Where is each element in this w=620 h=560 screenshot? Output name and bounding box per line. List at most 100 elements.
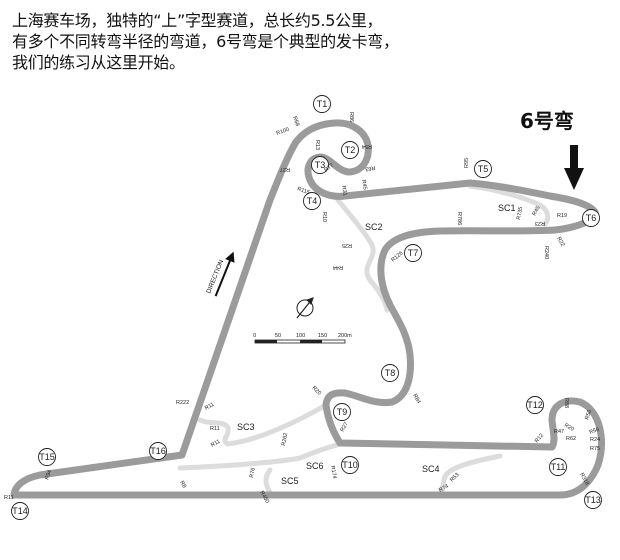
radius-label: R62 [566, 436, 576, 442]
short-cut-label: SC4 [422, 464, 440, 474]
turn-marker-t16: T16 [149, 442, 167, 460]
turn-marker-t2: T2 [341, 141, 359, 159]
radius-label: R240 [543, 246, 549, 259]
turn-label: T10 [342, 460, 358, 470]
scale-tick: 150 [318, 333, 327, 339]
radius-label: R94 [44, 469, 53, 481]
radius-label: R10 [321, 212, 327, 222]
turn-label: T3 [315, 160, 326, 170]
radius-label: R11 [210, 426, 220, 432]
radius-label: R74 [438, 483, 450, 493]
radius-label: R450 [258, 490, 270, 504]
radius-label: R27 [280, 166, 290, 172]
turn-label: T5 [478, 164, 489, 174]
radius-label: R68 [291, 116, 300, 128]
radius-label: R22 [555, 236, 565, 248]
direction-arrow-icon [214, 256, 233, 297]
radius-label: R25 [342, 242, 352, 248]
scale-tick: 200m [338, 333, 352, 339]
turn-label: T13 [585, 495, 601, 505]
turn-label: T2 [345, 145, 356, 155]
direction-label: DIRECTION [205, 259, 225, 295]
radius-label: R11 [210, 439, 221, 449]
radius-label: R100 [276, 127, 290, 137]
radius-label: R11 [204, 402, 215, 412]
scale-tick: 50 [275, 333, 281, 339]
radius-label: R318 [578, 472, 590, 486]
radius-label: R27 [340, 421, 350, 433]
radius-label: R63 [365, 164, 376, 172]
turn6-callout: 6号弯 [520, 109, 584, 190]
radius-label: R20 [563, 423, 575, 433]
radius-label: R45 [532, 205, 542, 217]
radius-label: R76 [249, 467, 257, 478]
turn-label: T1 [317, 99, 328, 109]
radius-label: R8 [178, 480, 187, 489]
radius-label: R19 [557, 213, 567, 219]
radius-label: R262 [281, 432, 289, 446]
radius-label: R31 [340, 185, 348, 196]
radius-label: R84 [411, 393, 421, 405]
short-cut-label: SC6 [306, 461, 324, 471]
radius-label: R86 [348, 112, 354, 122]
radius-label: R24 [590, 437, 600, 443]
turn-marker-t13: T13 [584, 491, 602, 509]
turn-label: T9 [337, 407, 348, 417]
turn-label: T8 [385, 368, 396, 378]
compass-icon [296, 297, 314, 319]
down-arrow-icon [570, 145, 578, 170]
turn-marker-t11: T11 [549, 458, 567, 476]
main-track [10, 119, 605, 499]
turn-label: T11 [551, 462, 566, 472]
turn-label: T7 [408, 248, 419, 258]
turn-label: T14 [12, 506, 28, 516]
short-cut-sc1 [467, 183, 551, 227]
radius-label: R13 [314, 140, 320, 150]
short-cut-sc3 [197, 402, 329, 447]
short-cut-label: SC1 [498, 203, 516, 213]
radius-label: R88 [563, 398, 569, 408]
turn-marker-t5: T5 [474, 160, 492, 178]
short-cut-label: SC2 [365, 222, 383, 232]
callout-label: 6号弯 [520, 109, 574, 133]
short-cut-sc2 [335, 197, 390, 313]
direction-indicator: DIRECTION [205, 251, 235, 297]
turn-label: T15 [39, 452, 55, 462]
turn-marker-t15: T15 [38, 448, 56, 466]
short-cut-sc6 [177, 442, 340, 471]
radius-label: R12 [534, 433, 545, 445]
turn-label: T16 [150, 446, 166, 456]
short-cut-label: SC3 [237, 422, 255, 432]
turn-marker-t12: T12 [526, 396, 544, 414]
turn-label: T6 [586, 213, 597, 223]
turn-marker-t8: T8 [381, 364, 399, 382]
radius-label: R735 [516, 206, 524, 220]
radius-label: R45 [360, 179, 368, 190]
radius-label: R222 [176, 400, 189, 406]
turn-marker-t6: T6 [582, 209, 600, 227]
turn-marker-t7: T7 [404, 244, 422, 262]
radius-label: R20 [311, 385, 322, 396]
caption-line: 上海赛车场，独特的“上”字型赛道，总长约5.5公里， [12, 11, 383, 30]
turn-marker-t3: T3 [311, 156, 329, 174]
radius-labels: R86R68R100R54R63R45R31R77R13R27R115R10R9… [4, 112, 600, 504]
radius-label: R126 [390, 250, 404, 263]
turn-marker-t1: T1 [313, 95, 331, 113]
radius-label: R53 [449, 472, 460, 483]
turn-label: T12 [527, 400, 543, 410]
short-cut-sc5 [263, 467, 275, 498]
radius-label: R23 [535, 220, 545, 226]
turn-marker-t9: T9 [333, 403, 351, 421]
caption-line: 我们的练习从这里开始。 [12, 53, 185, 72]
radius-label: R174 [329, 465, 337, 479]
scale-tick: 0 [253, 333, 256, 339]
radius-label: R47 [554, 429, 564, 435]
turn-marker-t14: T14 [11, 502, 29, 520]
scale-bar: 0 50 100 150 200m [253, 333, 352, 344]
radius-label: R56 [589, 427, 601, 436]
caption: 上海赛车场，独特的“上”字型赛道，总长约5.5公里， 有多个不同转弯半径的弯道，… [12, 10, 399, 73]
short-cut-sc4 [438, 453, 503, 498]
radius-label: R786 [456, 212, 462, 225]
